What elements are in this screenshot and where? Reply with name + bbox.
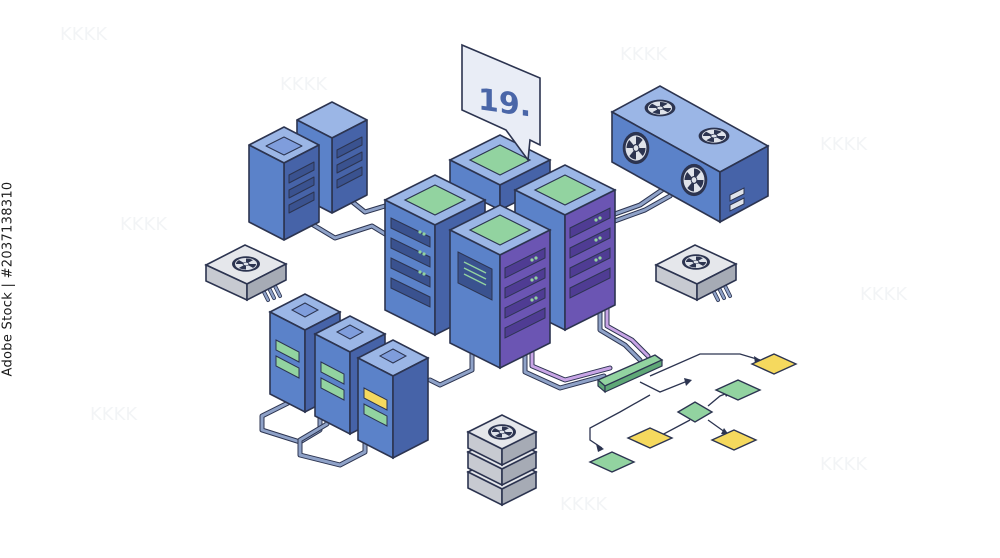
callout-label: 19. [478, 82, 531, 124]
svg-text:KKKK: KKKK [860, 284, 908, 305]
power-supply-right [654, 244, 738, 302]
svg-text:KKKK: KKKK [60, 24, 108, 45]
power-supply-left [204, 244, 288, 302]
svg-text:KKKK: KKKK [820, 134, 868, 155]
gray-server-stack [466, 414, 538, 507]
number-callout: 19. [461, 43, 541, 163]
svg-text:KKKK: KKKK [280, 74, 328, 95]
svg-text:KKKK: KKKK [620, 44, 668, 65]
server-pair-top-left [248, 101, 368, 241]
storage-racks-bottom-left [268, 293, 430, 460]
cooling-unit-top-right [610, 85, 770, 224]
svg-text:KKKK: KKKK [120, 214, 168, 235]
svg-text:KKKK: KKKK [90, 404, 138, 425]
svg-text:KKKK: KKKK [560, 494, 608, 515]
watermark-pattern: KKKK KKKK KKKK KKKK KKKK KKKK KKKK KKKK … [60, 24, 908, 515]
flowchart [588, 353, 798, 473]
stock-id-text: Adobe Stock | #203713831​0 [0, 181, 16, 377]
server-cluster-center [383, 134, 617, 370]
svg-text:KKKK: KKKK [820, 454, 868, 475]
distribution-bar [596, 354, 664, 394]
